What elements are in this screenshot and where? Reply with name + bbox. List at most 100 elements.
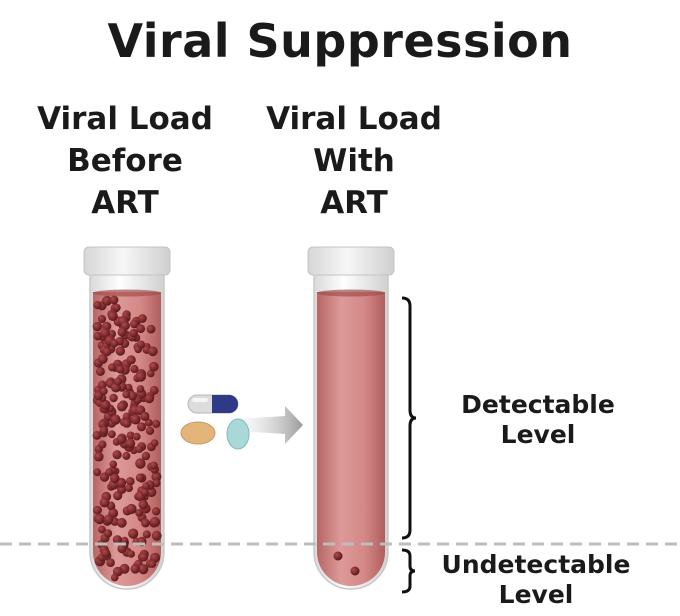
- virus-particle: [99, 497, 110, 508]
- blood-fill: [317, 292, 385, 586]
- virus-particle: [109, 295, 119, 305]
- virus-particle: [125, 484, 133, 492]
- virus-particle: [102, 347, 112, 357]
- virus-particle: [132, 432, 141, 441]
- virus-particle: [103, 529, 113, 538]
- virus-particle: [116, 434, 126, 445]
- virus-particle: [93, 301, 102, 310]
- capsule-icon: [187, 394, 239, 414]
- virus-particle: [117, 327, 127, 337]
- virus-particle: [109, 460, 118, 469]
- virus-particle: [141, 518, 150, 528]
- virus-particle: [112, 303, 121, 312]
- virus-particle: [149, 361, 159, 372]
- virus-particle: [135, 458, 146, 469]
- virus-particle: [145, 426, 155, 435]
- virus-particle: [147, 369, 155, 378]
- virus-particle: [135, 371, 146, 382]
- virus-particle: [140, 488, 149, 497]
- virus-particle: [122, 451, 131, 460]
- virus-particle: [151, 530, 162, 541]
- virus-particle: [117, 544, 127, 554]
- virus-particle: [94, 451, 104, 462]
- virus-particle: [110, 414, 121, 425]
- tube-cap: [83, 246, 171, 276]
- virus-particle: [126, 503, 137, 515]
- arrow-right-icon: [222, 406, 303, 444]
- virus-particle: [146, 324, 156, 334]
- virus-particle: [117, 401, 127, 412]
- virus-particle: [114, 377, 123, 386]
- diagram-title: Viral Suppression: [107, 14, 573, 68]
- virus-particle: [98, 525, 106, 534]
- virus-particle: [130, 364, 139, 374]
- label-line: ART: [320, 185, 388, 221]
- label-line: ART: [91, 185, 159, 221]
- virus-particle: [124, 383, 133, 392]
- virus-particle: [350, 566, 360, 576]
- virus-particle: [94, 513, 105, 525]
- virus-particle: [110, 573, 119, 582]
- virus-particle: [138, 564, 149, 575]
- virus-particle: [100, 328, 111, 339]
- label-line: Viral Load: [37, 101, 213, 137]
- virus-particle: [92, 431, 102, 440]
- label-line: Level: [498, 580, 574, 609]
- virus-particle: [110, 473, 120, 484]
- virus-particle: [152, 419, 161, 428]
- virus-particle: [93, 468, 102, 477]
- virus-particle: [97, 354, 108, 364]
- virus-particle: [135, 445, 144, 453]
- label-line: Detectable: [461, 390, 615, 419]
- medication-pills: [180, 394, 303, 450]
- label-viral-load-with-art: Viral Load With ART: [244, 98, 464, 224]
- virus-particle: [152, 507, 161, 516]
- test-tube-with-art: [307, 246, 395, 590]
- virus-particle: [138, 314, 147, 323]
- tablet-orange-icon: [180, 421, 216, 445]
- label-line: Viral Load: [266, 101, 442, 137]
- virus-particle: [102, 295, 112, 306]
- virus-particle: [126, 477, 135, 486]
- virus-particle: [98, 440, 107, 449]
- virus-particle: [136, 422, 147, 432]
- virus-particle: [141, 451, 151, 461]
- virus-particle: [100, 399, 111, 411]
- virus-particle: [150, 439, 159, 447]
- virus-particle: [97, 314, 107, 324]
- virus-particle: [108, 430, 116, 439]
- label-line: With: [313, 143, 395, 179]
- virus-particle: [122, 418, 132, 428]
- virus-particle: [108, 311, 118, 321]
- blood-surface: [317, 289, 385, 297]
- virus-particle: [151, 471, 162, 482]
- virus-particle: [112, 450, 122, 460]
- virus-particle: [97, 380, 107, 390]
- virus-particle: [142, 482, 150, 490]
- virus-particle: [127, 550, 135, 558]
- virus-particle: [130, 319, 139, 329]
- virus-particle: [125, 438, 136, 449]
- virus-particle: [108, 363, 116, 372]
- virus-particle: [103, 514, 114, 525]
- virus-particle: [101, 548, 111, 558]
- virus-particle: [109, 393, 118, 403]
- virus-particle: [142, 530, 151, 539]
- virus-particle: [140, 411, 150, 421]
- virus-particle: [99, 426, 109, 435]
- test-tube-before: [83, 246, 171, 590]
- detectable-bracket: [401, 296, 417, 540]
- virus-particle: [105, 468, 114, 477]
- virus-particle: [93, 331, 103, 341]
- label-detectable-level: Detectable Level: [438, 390, 638, 450]
- virus-particle: [93, 391, 104, 401]
- virus-particle: [106, 558, 115, 567]
- virus-particle: [136, 385, 145, 393]
- virus-particle: [95, 366, 105, 376]
- blood-surface: [93, 289, 161, 297]
- label-undetectable-level: Undetectable Level: [426, 550, 646, 610]
- virus-particle: [128, 528, 139, 539]
- virus-particle: [122, 412, 131, 421]
- virus-particle: [136, 324, 146, 334]
